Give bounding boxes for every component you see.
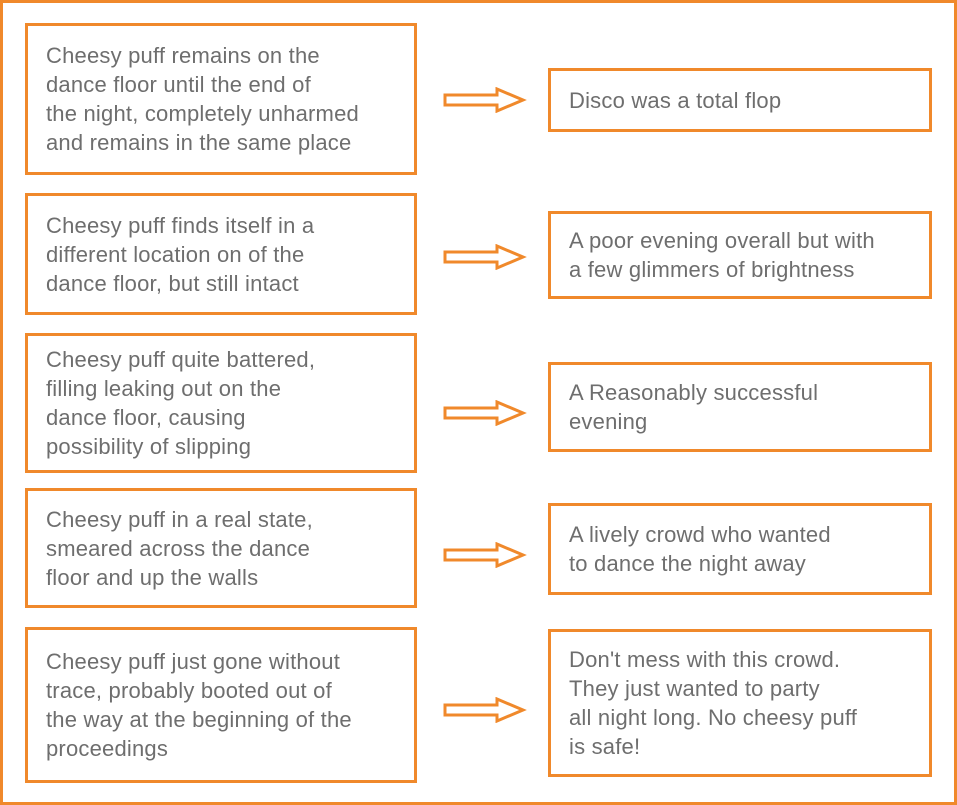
outcome-box-1: Disco was a total flop	[548, 68, 932, 132]
outcome-text-4: A lively crowd who wanted to dance the n…	[569, 522, 831, 576]
right-arrow-icon	[443, 87, 527, 113]
condition-text-4: Cheesy puff in a real state, smeared acr…	[46, 506, 313, 590]
condition-box-2: Cheesy puff finds itself in a different …	[25, 193, 417, 315]
condition-box-1: Cheesy puff remains on the dance floor u…	[25, 23, 417, 175]
outcome-text-2: A poor evening overall but with a few gl…	[569, 228, 875, 282]
outcome-box-5: Don't mess with this crowd. They just wa…	[548, 629, 932, 777]
outcome-box-2: A poor evening overall but with a few gl…	[548, 211, 932, 299]
outcome-text-5: Don't mess with this crowd. They just wa…	[569, 647, 858, 759]
condition-text-2: Cheesy puff finds itself in a different …	[46, 212, 315, 296]
right-arrow-icon	[443, 697, 527, 723]
condition-box-5: Cheesy puff just gone without trace, pro…	[25, 627, 417, 783]
outcome-box-4: A lively crowd who wanted to dance the n…	[548, 503, 932, 595]
outcome-text-3: A Reasonably successful evening	[569, 380, 819, 434]
right-arrow-icon	[443, 542, 527, 568]
condition-text-5: Cheesy puff just gone without trace, pro…	[46, 649, 352, 761]
right-arrow-icon	[443, 400, 527, 426]
outcome-text-1: Disco was a total flop	[569, 87, 782, 113]
right-arrow-icon	[443, 244, 527, 270]
condition-text-3: Cheesy puff quite battered, filling leak…	[46, 347, 316, 459]
condition-text-1: Cheesy puff remains on the dance floor u…	[46, 43, 359, 155]
condition-box-4: Cheesy puff in a real state, smeared acr…	[25, 488, 417, 608]
condition-box-3: Cheesy puff quite battered, filling leak…	[25, 333, 417, 473]
outcome-box-3: A Reasonably successful evening	[548, 362, 932, 452]
